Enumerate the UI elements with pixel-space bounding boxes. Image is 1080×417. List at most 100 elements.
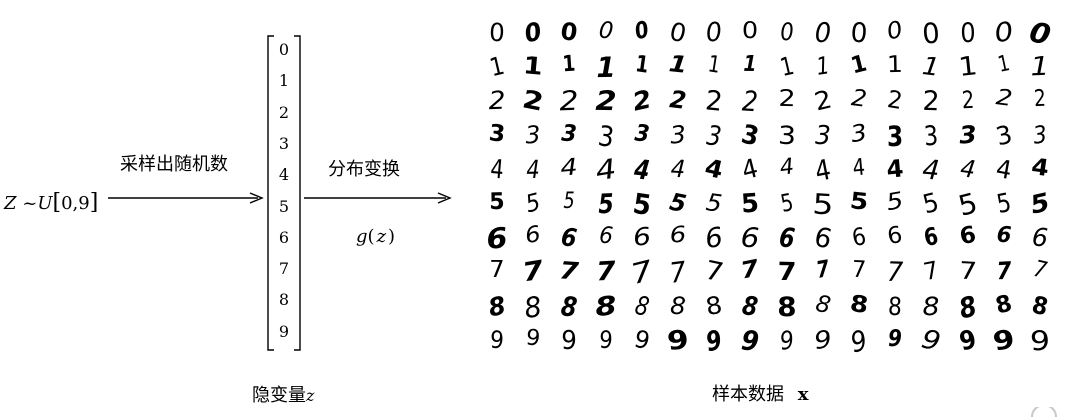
sampling-label: 采样出随机数 bbox=[120, 154, 228, 175]
handwritten-digit: 6 bbox=[703, 222, 726, 256]
handwritten-digit: 6 bbox=[485, 221, 509, 257]
handwritten-digit: 3 bbox=[668, 119, 688, 150]
handwritten-digit: 9 bbox=[665, 324, 691, 357]
uniform-symbol: U bbox=[37, 193, 53, 214]
transform-arrow bbox=[304, 192, 452, 204]
handwritten-digit: 5 bbox=[777, 188, 796, 218]
latent-caption-text: 隐变量 bbox=[252, 385, 306, 406]
handwritten-digit: 3 bbox=[777, 120, 797, 150]
handwritten-digit: 0 bbox=[991, 16, 1016, 50]
handwritten-digit: 4 bbox=[1029, 153, 1051, 182]
handwritten-digit: 0 bbox=[742, 17, 759, 45]
handwritten-digit: 6 bbox=[597, 222, 614, 250]
handwritten-digit: 1 bbox=[667, 51, 689, 80]
handwritten-digit: 2 bbox=[1033, 86, 1047, 113]
handwritten-digit: 5 bbox=[884, 187, 906, 217]
handwritten-digit: 8 bbox=[921, 291, 941, 322]
handwritten-digit: 7 bbox=[957, 256, 978, 286]
handwritten-digit: 3 bbox=[923, 120, 940, 153]
handwritten-digit: 9 bbox=[811, 324, 834, 356]
watermark-logo bbox=[1031, 407, 1057, 417]
latent-vector-entry: 4 bbox=[278, 165, 290, 185]
handwritten-digit: 8 bbox=[813, 290, 833, 319]
handwritten-digit: 5 bbox=[667, 187, 689, 219]
handwritten-digit: 2 bbox=[704, 85, 725, 119]
handwritten-digit: 1 bbox=[562, 51, 577, 78]
latent-vector-entry: 2 bbox=[278, 102, 290, 122]
handwritten-digit: 9 bbox=[561, 325, 578, 356]
handwritten-digit: 3 bbox=[886, 119, 904, 153]
z-variable: Z bbox=[4, 193, 17, 214]
handwritten-digit: 8 bbox=[593, 290, 618, 323]
latent-vector-entry: 5 bbox=[278, 196, 290, 216]
transform-function: g(z) bbox=[356, 226, 395, 247]
handwritten-digit: 5 bbox=[954, 186, 981, 223]
handwritten-digit: 9 bbox=[703, 324, 725, 358]
handwritten-digit: 2 bbox=[811, 84, 835, 117]
handwritten-digit: 8 bbox=[955, 289, 980, 326]
vector-brackets bbox=[267, 35, 301, 351]
handwritten-digit: 9 bbox=[631, 324, 653, 356]
handwritten-digit: 7 bbox=[995, 257, 1012, 286]
handwritten-digit: 0 bbox=[921, 16, 942, 51]
transform-label: 分布变换 bbox=[328, 159, 400, 180]
handwritten-digit: 1 bbox=[595, 51, 616, 85]
latent-vector-entry: 6 bbox=[278, 227, 290, 247]
latent-vector-entry: 0 bbox=[278, 40, 290, 59]
handwritten-digit: 8 bbox=[703, 290, 725, 321]
handwritten-digit: 1 bbox=[776, 51, 797, 83]
handwritten-digit: 2 bbox=[960, 86, 975, 115]
handwritten-digit: 7 bbox=[921, 256, 942, 287]
handwritten-digit: 7 bbox=[776, 257, 797, 287]
handwritten-digit: 4 bbox=[851, 154, 867, 182]
handwritten-digit: 0 bbox=[666, 16, 690, 49]
handwritten-digit: 7 bbox=[851, 257, 867, 284]
handwritten-digit: 6 bbox=[957, 221, 978, 251]
interval-open-bracket: [ bbox=[52, 190, 62, 215]
handwritten-digit: 8 bbox=[887, 291, 903, 321]
handwritten-digit: 0 bbox=[884, 16, 906, 46]
handwritten-digit: 2 bbox=[849, 85, 869, 114]
g-argument: z bbox=[376, 226, 387, 247]
handwritten-digit: 5 bbox=[811, 187, 835, 222]
handwritten-digit: 3 bbox=[705, 119, 724, 153]
handwritten-digit: 0 bbox=[559, 16, 580, 48]
latent-vector-entry: 9 bbox=[278, 321, 290, 341]
handwritten-digit: 4 bbox=[993, 153, 1014, 185]
handwritten-digit: 3 bbox=[633, 119, 651, 148]
handwritten-digit: 3 bbox=[738, 119, 762, 153]
handwritten-digit: 2 bbox=[668, 85, 688, 116]
handwritten-digit: 0 bbox=[849, 17, 869, 50]
handwritten-digit: 4 bbox=[632, 153, 652, 187]
handwritten-digit: 9 bbox=[887, 325, 903, 352]
handwritten-digit: 4 bbox=[812, 152, 834, 188]
sample-caption-text: 样本数据 bbox=[712, 384, 784, 405]
handwritten-digit: 6 bbox=[668, 222, 688, 249]
handwritten-digit: 7 bbox=[558, 256, 581, 287]
handwritten-digit: 8 bbox=[992, 290, 1015, 320]
handwritten-digit: 6 bbox=[631, 222, 653, 253]
handwritten-digit: 2 bbox=[488, 86, 506, 116]
handwritten-digit: 8 bbox=[740, 290, 761, 323]
handwritten-digit: 0 bbox=[1026, 15, 1054, 52]
g-paren-open: ( bbox=[367, 226, 375, 247]
handwritten-digit: 4 bbox=[592, 153, 619, 188]
handwritten-digit: 1 bbox=[995, 51, 1012, 79]
handwritten-digit: 5 bbox=[630, 186, 654, 223]
handwritten-digit: 9 bbox=[956, 324, 979, 358]
interval-close-bracket: ] bbox=[89, 190, 99, 215]
handwritten-digit: 8 bbox=[485, 290, 509, 322]
handwritten-digit: 9 bbox=[777, 324, 796, 356]
handwritten-digit: 1 bbox=[848, 50, 870, 80]
handwritten-digit: 4 bbox=[885, 154, 905, 184]
handwritten-digit: 5 bbox=[920, 187, 943, 221]
handwritten-digit: 5 bbox=[704, 188, 724, 218]
handwritten-digit: 2 bbox=[594, 86, 617, 118]
latent-vector-entry: 8 bbox=[278, 290, 290, 310]
handwritten-digit: 6 bbox=[1030, 222, 1050, 253]
handwritten-digit: 6 bbox=[849, 222, 869, 253]
handwritten-digit: 2 bbox=[885, 85, 905, 116]
handwritten-digit: 1 bbox=[814, 51, 832, 81]
handwritten-digit: 9 bbox=[847, 323, 871, 360]
